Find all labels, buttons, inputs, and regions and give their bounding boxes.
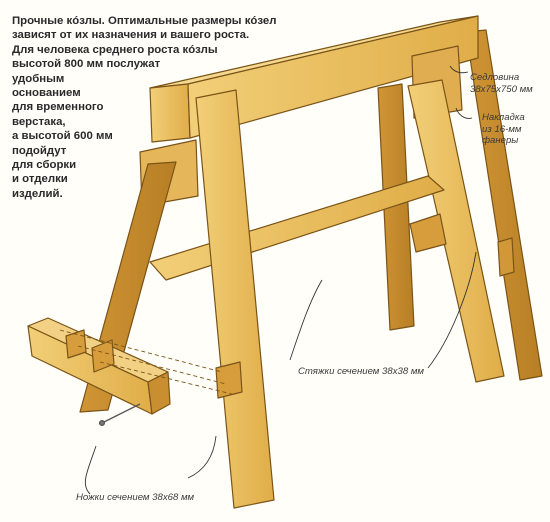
front-right-leg	[407, 79, 505, 383]
foot-end-face	[147, 371, 171, 415]
intro-line: Прочные кóзлы. Оптимальные размеры кóзел	[12, 15, 277, 27]
overlay-label-line: из 16-мм	[482, 123, 522, 135]
leader-saddle	[449, 65, 469, 74]
intro-line: а высотой 600 мм	[12, 130, 113, 143]
saddle-label-size: 38х75х750 мм	[470, 83, 533, 95]
dowel-joint	[497, 237, 515, 277]
intro-line: для сборки	[12, 159, 77, 172]
intro-line: высотой 800 мм послужат	[12, 58, 161, 71]
intro-line: для временного	[12, 101, 104, 114]
side-brace-end	[409, 213, 447, 253]
overlay-label-line: Накладка	[482, 112, 525, 123]
intro-line: удобным	[12, 72, 65, 85]
screw	[98, 403, 141, 427]
intro-text: Прочные кóзлы. Оптимальные размеры кóзел…	[12, 14, 280, 201]
intro-line: зависят от их назначения и вашего роста.	[12, 29, 250, 42]
braces-label: Стяжки сечением 38х38 мм	[298, 366, 424, 378]
saddle-label-title: Седловина	[470, 72, 520, 83]
leader-braces	[289, 279, 323, 361]
intro-line: изделий.	[12, 187, 63, 200]
legs-label: Ножки сечением 38х68 мм	[76, 492, 194, 504]
foot-notch-1	[65, 329, 87, 359]
leader-braces-2	[427, 251, 477, 369]
intro-line: подойдут	[12, 144, 67, 157]
back-middle-leg	[377, 83, 415, 331]
intro-line: верстака,	[12, 115, 66, 128]
intro-line: основанием	[12, 87, 81, 100]
leader-legs	[187, 435, 217, 479]
intro-line: Для человека среднего роста кóзлы	[12, 43, 218, 56]
leader-legs-2	[84, 445, 97, 495]
intro-line: и отделки	[12, 173, 68, 186]
overlay-label-line: фанеры	[482, 135, 519, 146]
saddle-label: Седловина 38х75х750 мм	[470, 72, 533, 95]
saddle-side-face	[187, 15, 479, 139]
leader-overlay	[455, 107, 473, 119]
braces-label-text: Стяжки сечением 38х38 мм	[298, 366, 425, 377]
legs-label-text: Ножки сечением 38х68 мм	[76, 492, 195, 503]
overlay-label: Накладка из 16-мм фанеры	[482, 112, 525, 147]
leg-joint-block	[215, 361, 243, 399]
